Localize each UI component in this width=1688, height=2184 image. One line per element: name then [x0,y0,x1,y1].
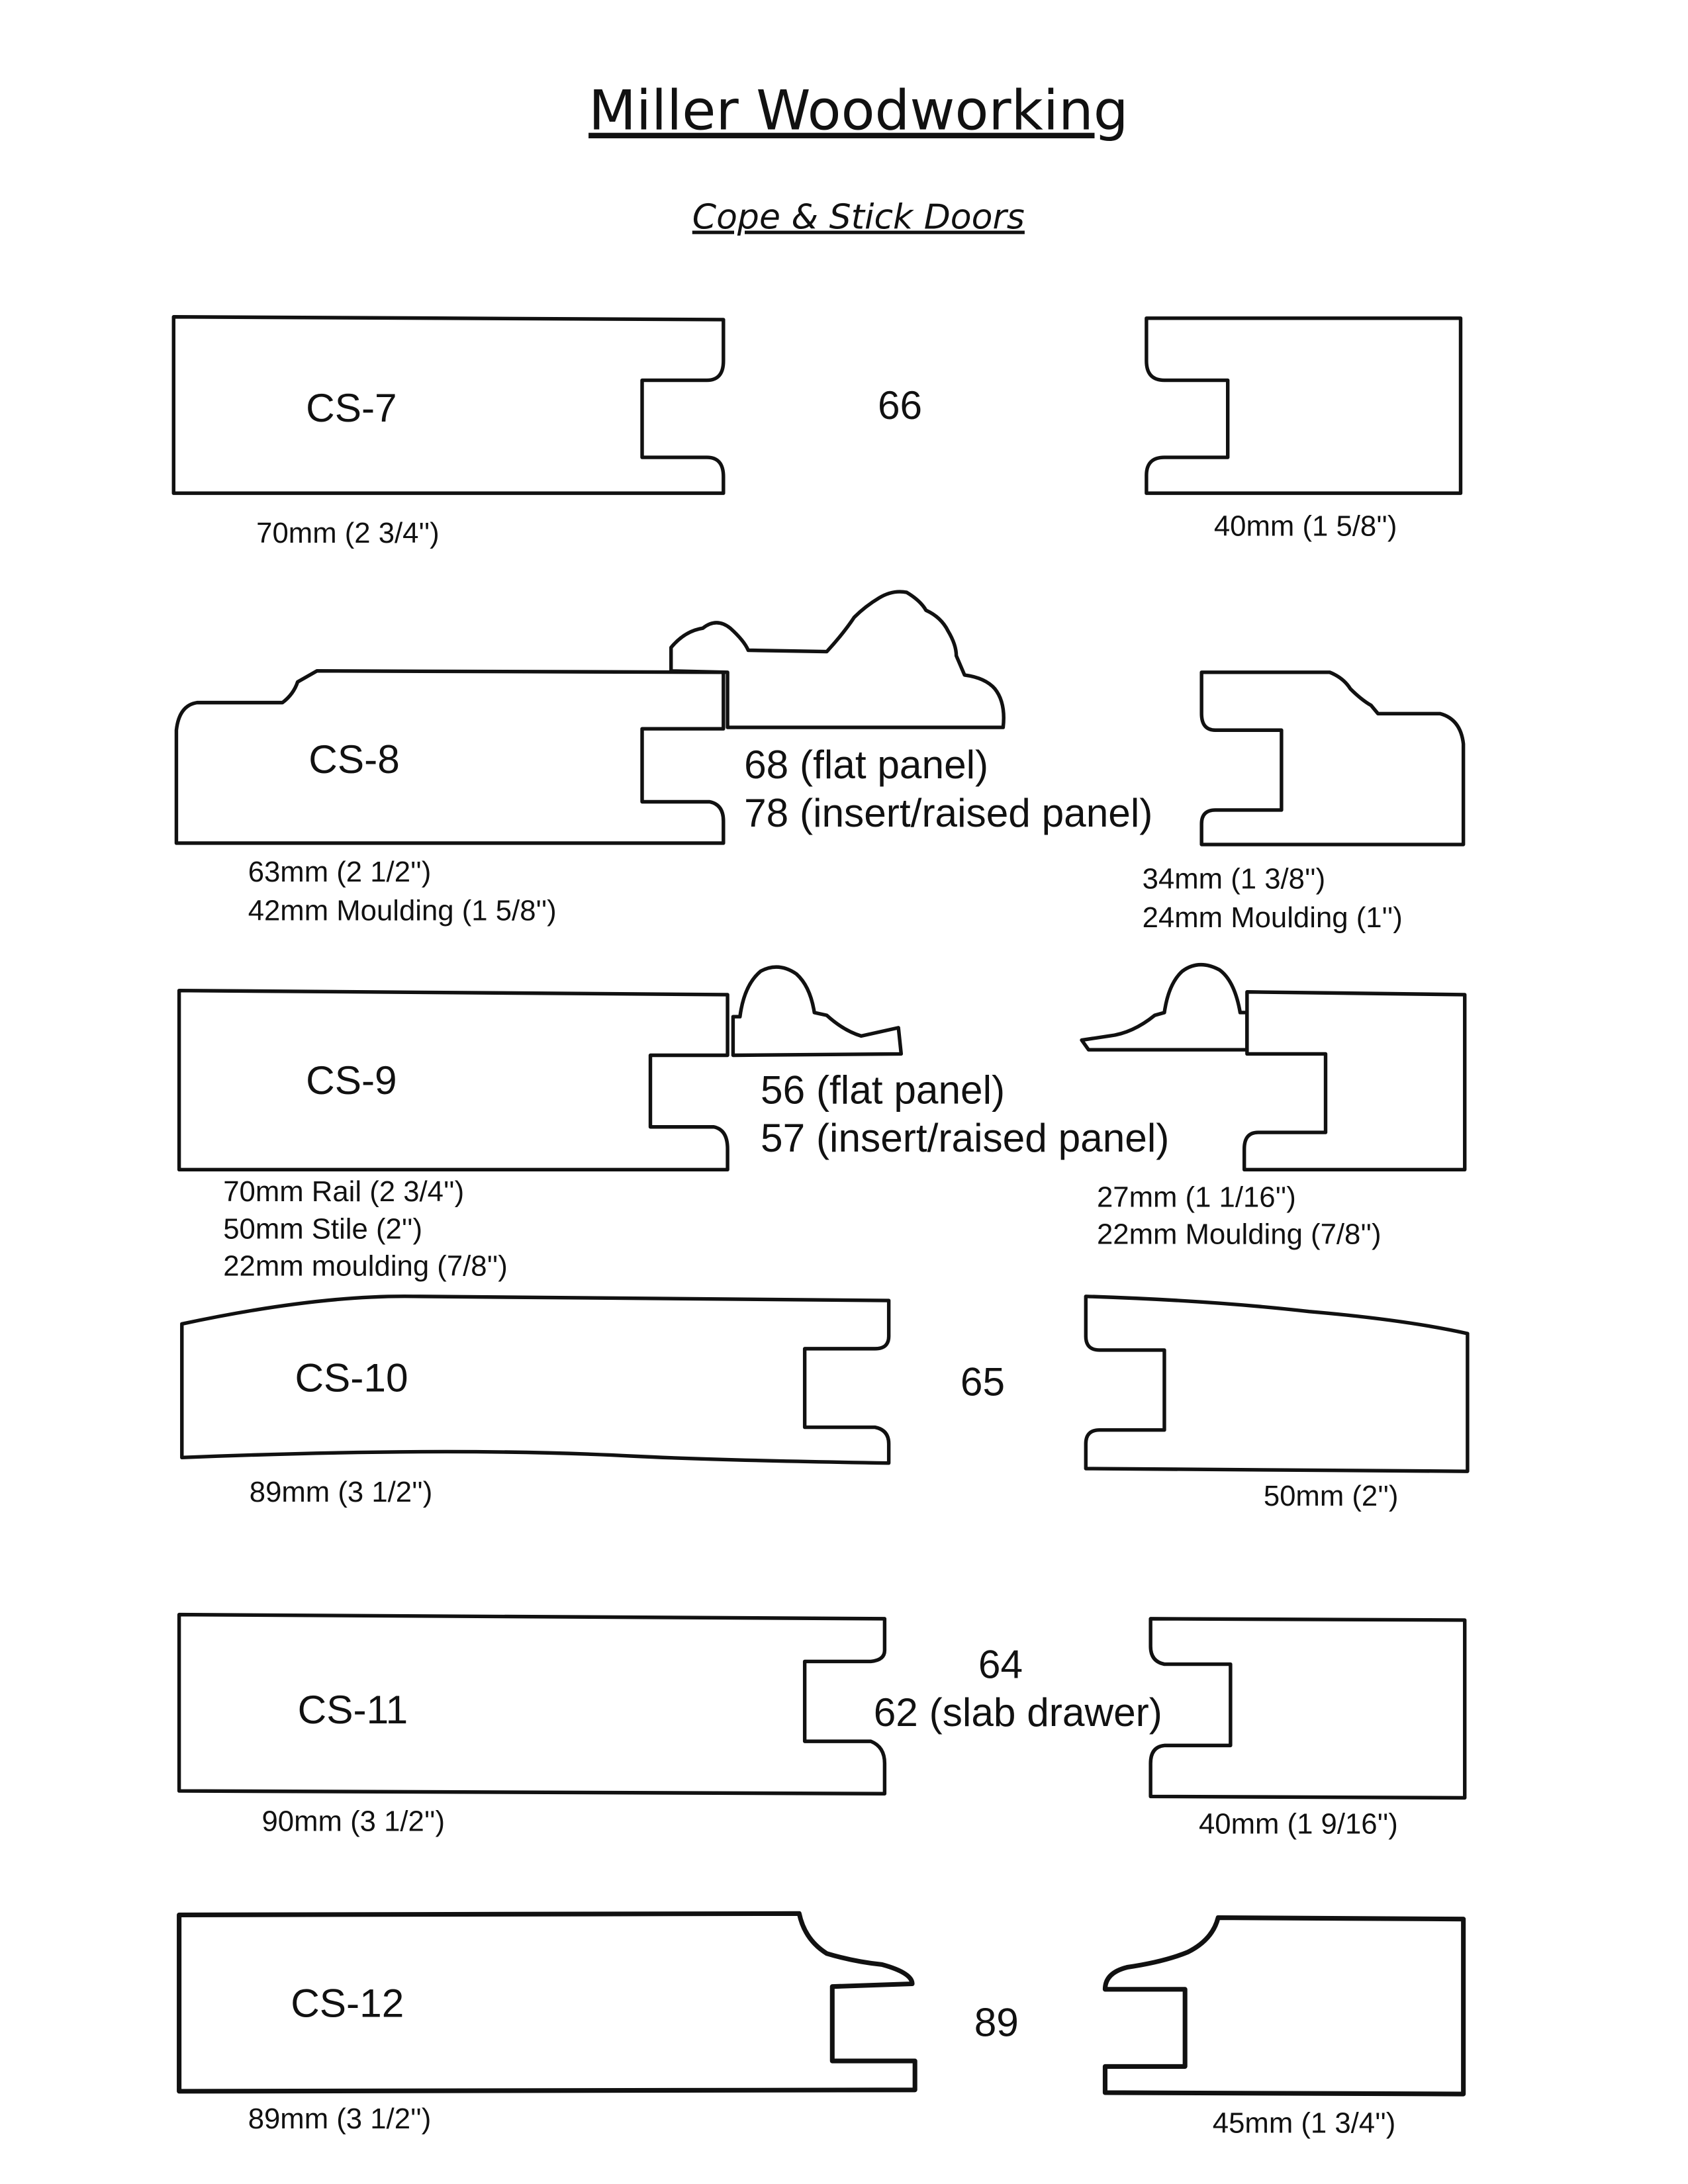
profile-cs-9: CS-9 56 (flat panel) 57 (insert/raised p… [177,962,1467,1283]
profile-code: CS-11 [298,1687,408,1732]
profile-cs-7: CS-7 66 70mm (2 3/4'') 40mm (1 5/8'') [171,315,1463,549]
cutter-number-flat: 56 (flat panel) [761,1067,1005,1112]
profile-cs-11: CS-11 64 62 (slab drawer) 90mm (3 1/2'')… [177,1612,1467,1841]
rail-dimension: 70mm Rail (2 3/4'') [223,1175,464,1208]
document-title: Miller Woodworking [588,79,1128,143]
profile-code: CS-7 [306,385,397,430]
panel-moulding-shape [731,965,904,1058]
profile-code: CS-12 [291,1980,404,2025]
stile-dimension: 34mm (1 3/8'') [1143,863,1326,895]
moulding-dimension: 22mm moulding (7/8'') [223,1250,508,1283]
cutter-number-raised: 57 (insert/raised panel) [761,1115,1169,1160]
stile-dimension: 45mm (1 3/4'') [1213,2107,1396,2139]
profile-code: CS-10 [295,1355,408,1400]
profile-code: CS-8 [308,737,400,782]
document-subtitle: Cope & Stick Doors [692,198,1025,238]
rail-profile-shape [177,1911,917,2094]
rail-dimension: 70mm (2 3/4'') [256,517,440,549]
rail-dimension: 90mm (3 1/2'') [262,1805,445,1837]
stile-moulding-dimension: 22mm Moulding (7/8'') [1097,1218,1382,1251]
stile-dimension: 40mm (1 5/8'') [1214,510,1397,543]
stile-profile-shape [1102,1915,1466,2097]
cutter-number: 66 [878,383,922,428]
rail-profile-shape [177,1612,887,1796]
stile-profile-shape [1084,1295,1470,1473]
stile-profile-shape [1242,990,1467,1171]
profile-code: CS-9 [306,1058,397,1103]
stile-dimension-left: 50mm Stile (2'') [223,1212,422,1245]
panel-moulding-shape [669,590,1006,729]
profile-cs-8: CS-8 68 (flat panel) 78 (insert/raised p… [174,590,1466,934]
stile-profile-shape [1149,1617,1467,1800]
rail-profile-shape [171,315,726,495]
profile-cs-12: CS-12 89 89mm (3 1/2'') 45mm (1 3/4'') [177,1911,1466,2139]
moulding-dimension: 42mm Moulding (1 5/8'') [248,895,557,927]
rail-profile-shape [180,1294,891,1465]
cutter-number: 64 [978,1641,1023,1686]
cutter-number-raised: 78 (insert/raised panel) [744,790,1152,835]
rail-dimension: 89mm (3 1/2'') [248,2103,432,2135]
stile-profile-shape [1199,670,1466,846]
rail-dimension: 63mm (2 1/2'') [248,856,432,888]
cutter-number: 89 [974,2000,1019,2045]
stile-moulding-dimension: 24mm Moulding (1'') [1143,901,1403,934]
profile-cs-10: CS-10 65 89mm (3 1/2'') 50mm (2'') [180,1294,1470,1512]
cutter-number-flat: 68 (flat panel) [744,742,988,787]
rail-profile-shape [177,988,729,1171]
stile-dimension: 50mm (2'') [1264,1480,1399,1512]
rail-profile-shape [174,669,726,845]
rail-dimension: 89mm (3 1/2'') [250,1476,433,1508]
stile-dimension: 27mm (1 1/16'') [1097,1181,1296,1213]
stile-dimension: 40mm (1 9/16'') [1199,1808,1398,1841]
cutter-number-slab: 62 (slab drawer) [874,1690,1162,1735]
stile-moulding-shape [1080,962,1249,1052]
cutter-number: 65 [961,1359,1005,1404]
stile-profile-shape [1145,316,1463,495]
